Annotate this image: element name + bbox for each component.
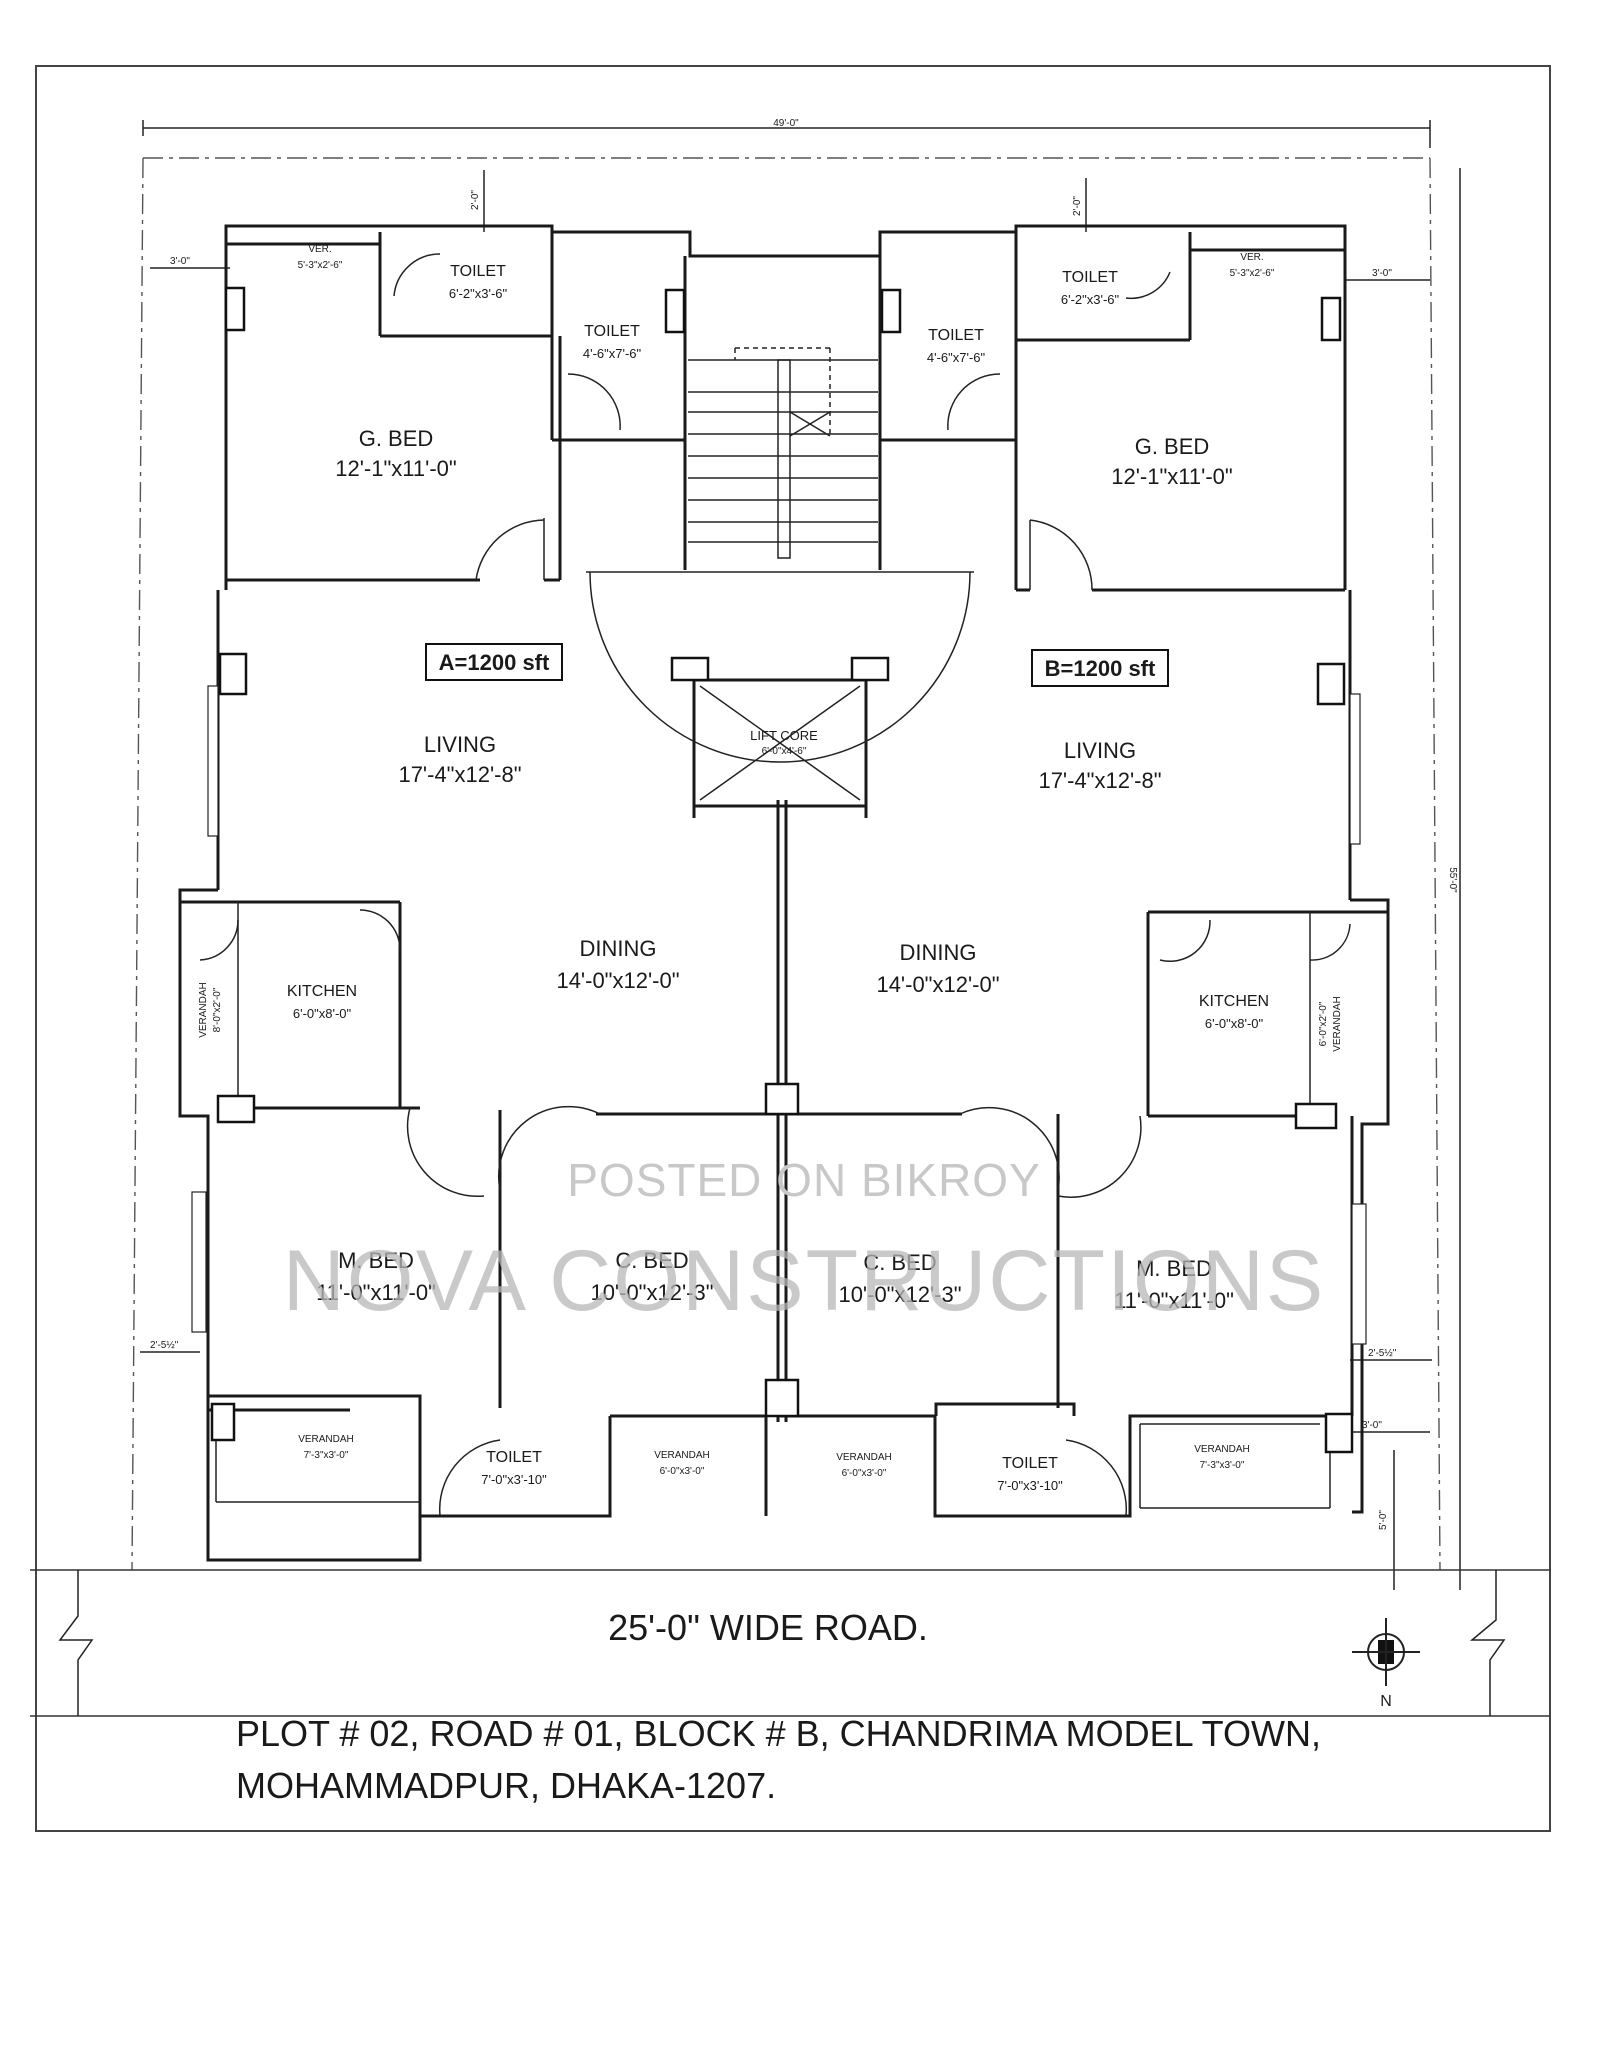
verandah-bl-name: VERANDAH xyxy=(298,1434,354,1445)
verandah-bcl-name: VERANDAH xyxy=(654,1450,710,1461)
overall-depth-label: 55'-0" xyxy=(1447,867,1458,893)
toilet-tl-name: TOILET xyxy=(450,263,506,280)
plot-boundary xyxy=(131,157,1441,1571)
ver-right-name: VER. xyxy=(1240,252,1263,263)
toilet-cl-dim: 4'-6"x7'-6" xyxy=(583,346,642,361)
watermark-line-2: NOVA CONSTRUCTIONS xyxy=(283,1233,1326,1329)
cbed-right-dim: 10'-0"x12'-3" xyxy=(838,1282,961,1307)
address-line-1: PLOT # 02, ROAD # 01, BLOCK # B, CHANDRI… xyxy=(236,1713,1321,1754)
mbed-left-name: M. BED xyxy=(338,1248,414,1273)
toilet-bl-name: TOILET xyxy=(486,1449,542,1466)
lift-core-name: LIFT CORE xyxy=(750,728,818,743)
gbed-right-name: G. BED xyxy=(1135,434,1210,459)
watermark-line-1: POSTED ON BIKROY xyxy=(567,1154,1041,1206)
toilet-tl-dim: 6'-2"x3'-6" xyxy=(449,286,508,301)
kitchen-left-name: KITCHEN xyxy=(287,983,357,1000)
kitchen-right-dim: 6'-0"x8'-0" xyxy=(1205,1016,1264,1031)
dining-right-name: DINING xyxy=(900,940,977,965)
ver-left-dim: 5'-3"x2'-6" xyxy=(298,260,343,271)
windows xyxy=(191,685,1367,1345)
mbed-left-dim: 11'-0"x11'-0" xyxy=(316,1280,436,1305)
verandah-kl-name: VERANDAH xyxy=(198,982,209,1038)
verandah-bl-dim: 7'-3"x3'-0" xyxy=(304,1450,349,1461)
setback-side-left: 2'-5½" xyxy=(150,1340,179,1351)
cbed-left-name: C. BED xyxy=(615,1248,688,1273)
structural-columns xyxy=(210,286,1354,1454)
dining-left-dim: 14'-0"x12'-0" xyxy=(556,968,679,993)
verandah-bcr-dim: 6'-0"x3'-0" xyxy=(842,1468,887,1479)
setback-top-left: 3'-0" xyxy=(170,256,190,267)
gbed-left-name: G. BED xyxy=(359,426,434,451)
overall-width-dimension: 49'-0" xyxy=(142,118,1431,148)
living-right-name: LIVING xyxy=(1064,738,1136,763)
ver-left-name: VER. xyxy=(308,244,331,255)
kitchen-right-name: KITCHEN xyxy=(1199,993,1269,1010)
toilet-br-name: TOILET xyxy=(1002,1455,1058,1472)
gbed-right-dim: 12'-1"x11'-0" xyxy=(1111,464,1232,489)
cbed-left-dim: 10'-0"x12'-3" xyxy=(590,1280,713,1305)
toilet-cl-name: TOILET xyxy=(584,323,640,340)
verandah-br-dim: 7'-3"x3'-0" xyxy=(1200,1460,1245,1471)
dining-right-dim: 14'-0"x12'-0" xyxy=(876,972,999,997)
address-line-2: MOHAMMADPUR, DHAKA-1207. xyxy=(236,1765,776,1806)
toilet-br-dim: 7'-0"x3'-10" xyxy=(997,1478,1063,1493)
overall-depth-dimension: 55'-0" xyxy=(1447,168,1461,1590)
verandah-bcr-name: VERANDAH xyxy=(836,1452,892,1463)
living-right-dim: 17'-4"x12'-8" xyxy=(1038,768,1161,793)
north-label: N xyxy=(1380,1693,1392,1710)
unit-b-area-box xyxy=(1031,649,1169,687)
verandah-kl-dim: 8'-0"x2'-0" xyxy=(212,987,223,1032)
toilet-tr-name: TOILET xyxy=(1062,269,1118,286)
verandah-kr-dim: 6'-0"x2'-0" xyxy=(1318,1001,1329,1046)
sheet-border xyxy=(35,65,1551,1832)
setback-vert-right: 2'-0" xyxy=(1072,196,1083,216)
setback-vert-left: 2'-0" xyxy=(470,190,481,210)
kitchen-left-dim: 6'-0"x8'-0" xyxy=(293,1006,352,1021)
setback-bottom-right: 3'-0" xyxy=(1362,1420,1382,1431)
cbed-right-name: C. BED xyxy=(863,1250,936,1275)
gbed-left-dim: 12'-1"x11'-0" xyxy=(335,456,456,481)
dining-left-name: DINING xyxy=(580,936,657,961)
living-left-name: LIVING xyxy=(424,732,496,757)
north-arrow-icon xyxy=(1352,1618,1420,1686)
verandah-kr-name: VERANDAH xyxy=(1332,996,1343,1052)
road xyxy=(30,1569,1550,1717)
staircase xyxy=(688,347,878,559)
mbed-right-name: M. BED xyxy=(1136,1256,1212,1281)
unit-a-area: A=1200 sft xyxy=(439,650,550,675)
toilet-tr-dim: 6'-2"x3'-6" xyxy=(1061,292,1120,307)
toilet-cr-dim: 4'-6"x7'-6" xyxy=(927,350,986,365)
door-swings xyxy=(199,253,1351,1517)
verandah-br-name: VERANDAH xyxy=(1194,1444,1250,1455)
mbed-right-dim: 11'-0"x11'-0" xyxy=(1114,1288,1234,1313)
setback-side-right: 2'-5½" xyxy=(1368,1348,1397,1359)
unit-b-area: B=1200 sft xyxy=(1045,656,1156,681)
road-label: 25'-0" WIDE ROAD. xyxy=(608,1607,928,1648)
setback-dimensions: 3'-0" 3'-0" 2'-0" 2'-0" 2'-5½" 2'-5½" 3'… xyxy=(140,170,1432,1590)
lift-core-dim: 6'-0"x4'-6" xyxy=(762,746,807,757)
overall-width-label: 49'-0" xyxy=(773,118,799,129)
living-left-dim: 17'-4"x12'-8" xyxy=(398,762,521,787)
toilet-bl-dim: 7'-0"x3'-10" xyxy=(481,1472,547,1487)
building-walls xyxy=(178,224,1390,1562)
setback-front: 5'-0" xyxy=(1378,1510,1389,1530)
setback-top-right: 3'-0" xyxy=(1372,268,1392,279)
unit-a-area-box xyxy=(425,643,563,681)
ver-right-dim: 5'-3"x2'-6" xyxy=(1230,268,1275,279)
verandah-bcl-dim: 6'-0"x3'-0" xyxy=(660,1466,705,1477)
toilet-cr-name: TOILET xyxy=(928,327,984,344)
